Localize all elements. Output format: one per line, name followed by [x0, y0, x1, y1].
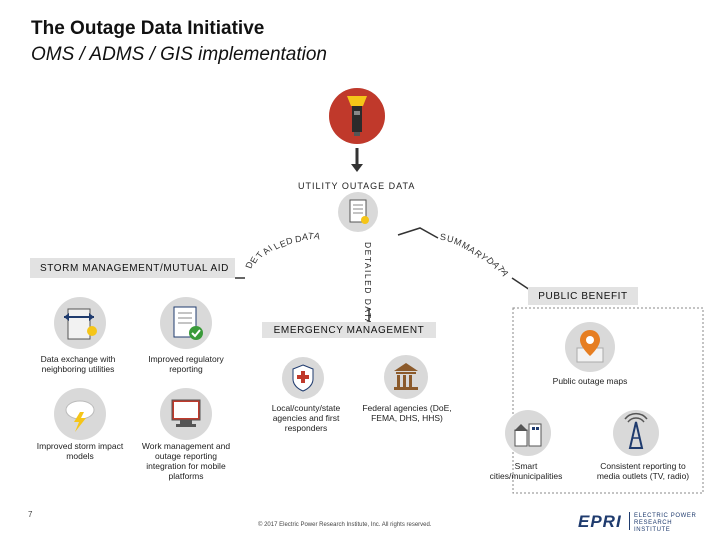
storm-item-caption: Improved regulatory reporting — [148, 354, 224, 374]
emergency-item-caption: Federal agencies (DoE, FEMA, DHS, HHS) — [362, 403, 452, 423]
detailed-data-vertical: DETAILED DATA — [363, 242, 373, 327]
public-item-caption: Smart cities/municipalities — [489, 461, 563, 481]
emergency-management-banner: EMERGENCY MANAGEMENT — [262, 322, 436, 338]
epri-logo: EPRI ELECTRIC POWER RESEARCH INSTITUTE — [578, 512, 712, 533]
checklist-icon — [160, 297, 212, 349]
storm-management-label: STORM MANAGEMENT/MUTUAL AID — [40, 262, 229, 274]
city-icon — [505, 410, 551, 456]
storm-item-caption: Work management and outage reporting int… — [141, 441, 231, 481]
storm-item-caption: Data exchange with neighboring utilities — [40, 354, 116, 374]
data-exchange-icon — [54, 297, 106, 349]
down-arrow-head — [351, 164, 363, 172]
storm-item-caption: Improved storm impact models — [36, 441, 124, 461]
epri-logo-mark: EPRI — [578, 512, 622, 531]
storm-management-banner: STORM MANAGEMENT/MUTUAL AID — [30, 258, 235, 278]
copyright-notice: © 2017 Electric Power Research Institute… — [258, 522, 432, 528]
public-item-caption: Public outage maps — [552, 376, 628, 386]
epri-logo-text: ELECTRIC POWER RESEARCH INSTITUTE — [634, 513, 697, 533]
page-title: The Outage Data Initiative — [31, 18, 265, 39]
mobile-workstation-icon — [160, 388, 212, 440]
utility-outage-label: UTILITY OUTAGE DATA — [298, 181, 416, 191]
broadcast-tower-icon — [613, 410, 659, 456]
public-item-caption: Consistent reporting to media outlets (T… — [596, 461, 690, 481]
detailed-data-curve-left: D E T A I L E D D A T A — [243, 230, 321, 270]
emergency-item-caption: Local/county/state agencies and first re… — [271, 403, 341, 433]
federal-building-icon — [384, 355, 428, 399]
document-icon — [338, 192, 378, 232]
storm-cloud-icon — [54, 388, 106, 440]
public-benefit-box — [512, 307, 704, 494]
summary-connector-left — [397, 227, 439, 239]
flashlight-icon — [329, 88, 385, 144]
emergency-management-label: EMERGENCY MANAGEMENT — [273, 324, 425, 336]
public-benefit-banner: PUBLIC BENEFIT — [528, 287, 638, 305]
page-subtitle: OMS / ADMS / GIS implementation — [31, 44, 327, 65]
logo-divider — [629, 512, 630, 530]
summary-data-curve-right: S U M M A R Y D A T A — [439, 231, 511, 278]
map-pin-icon — [565, 322, 615, 372]
first-responder-icon — [282, 357, 324, 399]
page-number: 7 — [28, 510, 33, 519]
public-benefit-label: PUBLIC BENEFIT — [538, 290, 628, 302]
